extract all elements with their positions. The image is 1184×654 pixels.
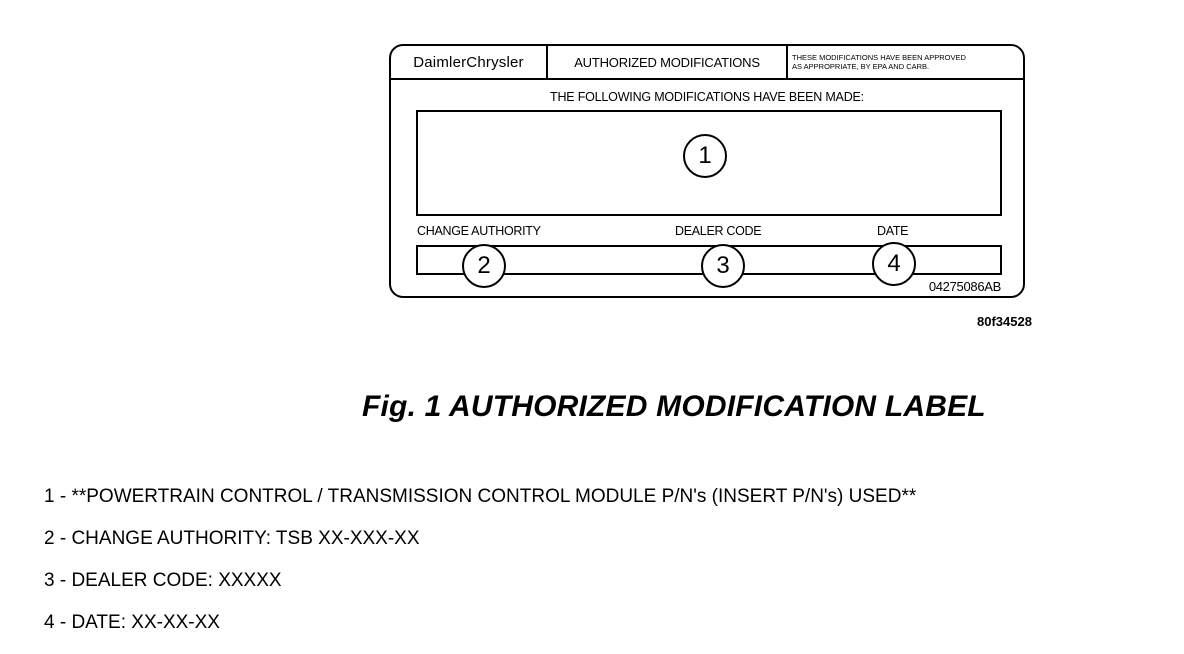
legend-item-1: 1 - **POWERTRAIN CONTROL / TRANSMISSION …: [44, 486, 917, 507]
modifications-heading: THE FOLLOWING MODIFICATIONS HAVE BEEN MA…: [550, 90, 864, 104]
brand-name: DaimlerChrysler: [391, 46, 548, 78]
authorized-modification-label: DaimlerChrysler AUTHORIZED MODIFICATIONS…: [389, 44, 1025, 298]
label-title: AUTHORIZED MODIFICATIONS: [548, 46, 788, 78]
approval-note: THESE MODIFICATIONS HAVE BEEN APPROVED A…: [788, 46, 1023, 78]
callout-1: 1: [683, 134, 727, 178]
callout-2: 2: [462, 244, 506, 288]
approval-note-line-2: AS APPROPRIATE, BY EPA AND CARB.: [792, 62, 930, 71]
legend: 1 - **POWERTRAIN CONTROL / TRANSMISSION …: [44, 486, 916, 654]
label-header: DaimlerChrysler AUTHORIZED MODIFICATIONS…: [391, 46, 1023, 80]
callout-3: 3: [701, 244, 745, 288]
legend-item-3: 3 - DEALER CODE: XXXXX: [44, 570, 282, 591]
modifications-box: [416, 110, 1002, 216]
legend-item-2: 2 - CHANGE AUTHORITY: TSB XX-XXX-XX: [44, 528, 420, 549]
date-label: DATE: [877, 224, 909, 238]
approval-note-line-1: THESE MODIFICATIONS HAVE BEEN APPROVED: [792, 53, 966, 62]
figure-id: 80f34528: [977, 314, 1032, 329]
figure-caption: Fig. 1 AUTHORIZED MODIFICATION LABEL: [362, 390, 986, 423]
change-authority-label: CHANGE AUTHORITY: [417, 224, 541, 238]
callout-4: 4: [872, 242, 916, 286]
dealer-code-label: DEALER CODE: [675, 224, 762, 238]
label-part-code: 04275086AB: [928, 279, 1001, 294]
legend-item-4: 4 - DATE: XX-XX-XX: [44, 612, 220, 633]
